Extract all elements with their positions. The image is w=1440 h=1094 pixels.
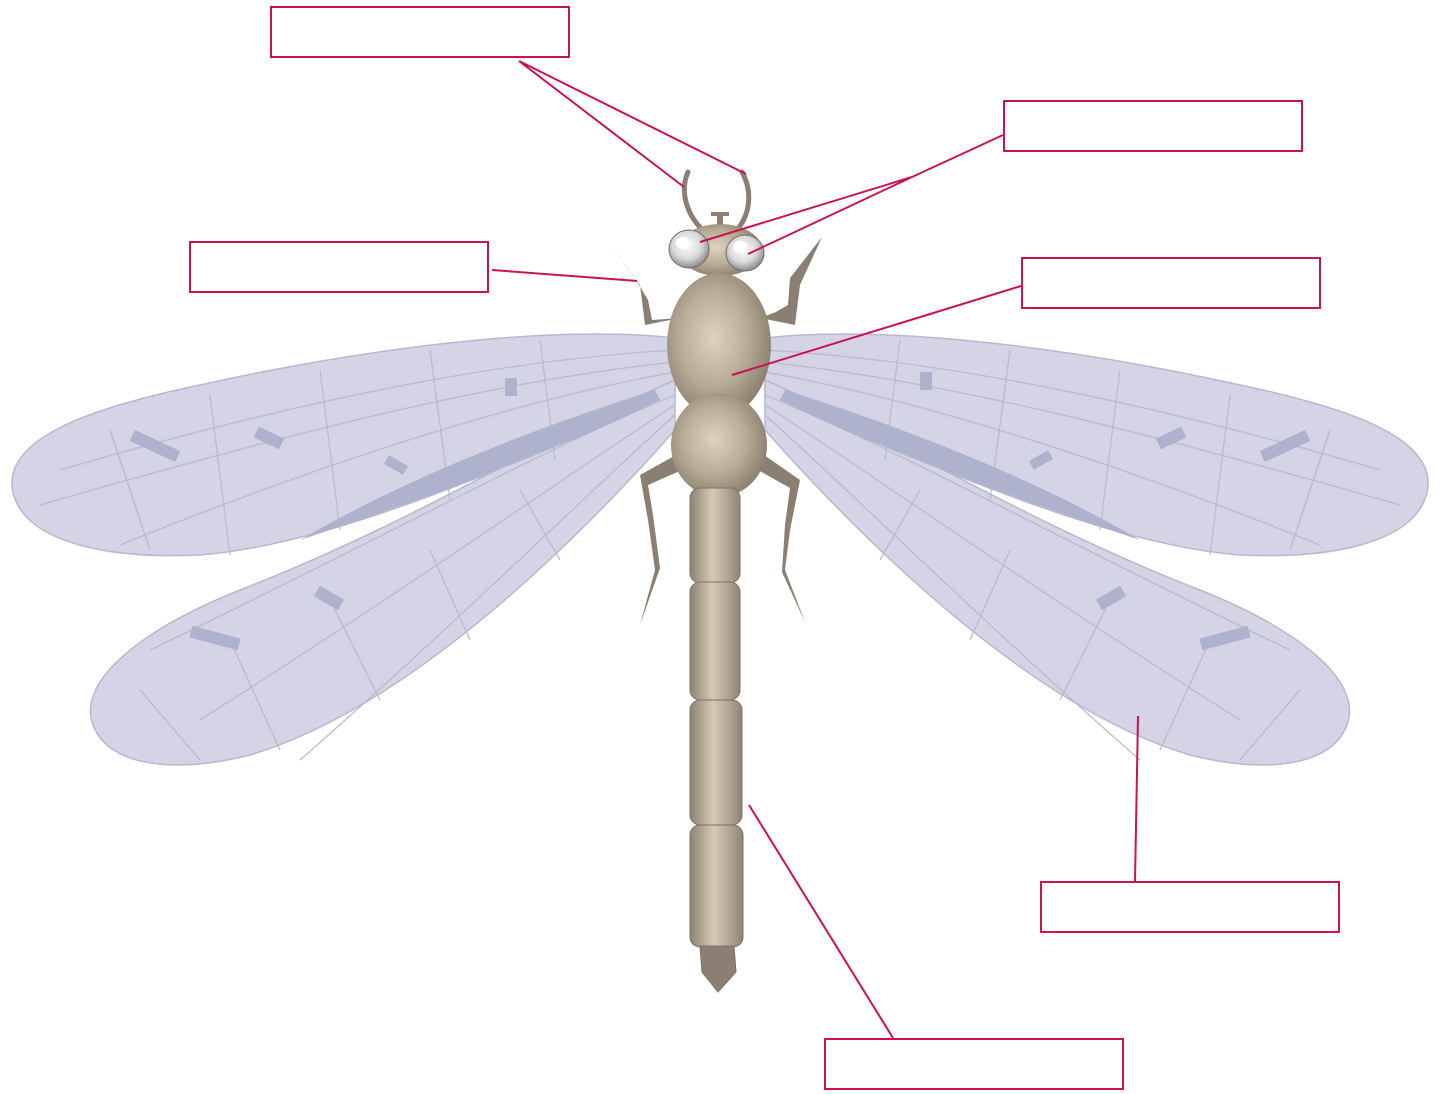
abdomen xyxy=(690,488,743,992)
left-front-leg xyxy=(610,245,680,325)
label-box-wings[interactable] xyxy=(1040,881,1340,933)
right-hind-leg xyxy=(758,455,805,622)
thorax xyxy=(667,273,771,497)
left-hind-leg xyxy=(640,455,682,625)
label-box-thorax[interactable] xyxy=(1021,257,1321,309)
leader-wings xyxy=(1135,716,1138,882)
label-box-legs[interactable] xyxy=(189,241,489,293)
right-front-leg xyxy=(760,237,822,325)
label-box-abdomen[interactable] xyxy=(824,1038,1124,1090)
leader-abdomen xyxy=(749,805,893,1038)
left-eye xyxy=(669,230,709,268)
head xyxy=(669,212,764,276)
label-box-antennae[interactable] xyxy=(270,6,570,58)
antennae xyxy=(684,172,748,233)
leader-antennae xyxy=(519,61,746,187)
leader-legs xyxy=(492,270,637,281)
label-box-eyes[interactable] xyxy=(1003,100,1303,152)
right-eye xyxy=(726,235,764,271)
